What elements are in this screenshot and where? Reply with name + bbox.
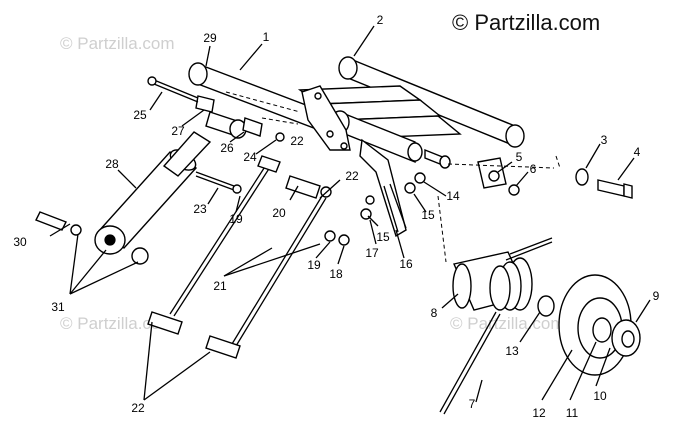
callout-17: 17 — [365, 246, 379, 260]
upper-frame-rails — [188, 56, 525, 169]
mounting-bracket — [301, 85, 407, 238]
callout-18: 18 — [329, 267, 343, 281]
callout-4: 4 — [633, 145, 641, 159]
callout-31: 31 — [51, 300, 65, 314]
callout-19-a: 19 — [229, 212, 243, 226]
callout-22-a: 22 — [290, 134, 304, 148]
callout-5: 5 — [515, 150, 523, 164]
callout-1: 1 — [262, 30, 270, 44]
callout-16: 16 — [399, 257, 413, 271]
callout-2: 2 — [376, 13, 384, 27]
callout-22-c: 22 — [131, 401, 145, 415]
callout-30: 30 — [13, 235, 27, 249]
hardware-left — [35, 76, 285, 265]
hardware-center — [324, 172, 426, 246]
idler-wheel-assembly — [439, 237, 641, 415]
callout-29: 29 — [203, 31, 217, 45]
callout-leaders — [49, 25, 651, 403]
callout-23: 23 — [193, 202, 207, 216]
callout-19-b: 19 — [307, 258, 321, 272]
callout-27: 27 — [171, 124, 185, 138]
callout-8: 8 — [430, 306, 438, 320]
brand-label: © Partzilla.com — [452, 10, 601, 35]
shock-absorber — [94, 95, 247, 255]
callout-14: 14 — [446, 189, 460, 203]
callout-15-b: 15 — [376, 230, 390, 244]
callout-11: 11 — [565, 406, 579, 420]
watermark: © Partzilla.com — [60, 314, 175, 333]
control-arms — [147, 155, 332, 359]
callout-26: 26 — [220, 141, 234, 155]
callout-6: 6 — [529, 162, 537, 176]
watermark: © Partzilla.com — [60, 34, 175, 53]
callout-3: 3 — [600, 133, 608, 147]
callout-28: 28 — [105, 157, 119, 171]
callout-21: 21 — [213, 279, 227, 293]
callout-15-a: 15 — [421, 208, 435, 222]
hardware-right — [477, 155, 633, 199]
leader-dashes — [225, 91, 555, 263]
callout-7: 7 — [468, 397, 476, 411]
callout-20: 20 — [272, 206, 286, 220]
callout-22-b: 22 — [345, 169, 359, 183]
callout-10: 10 — [593, 389, 607, 403]
callout-9: 9 — [652, 289, 660, 303]
callout-25: 25 — [133, 108, 147, 122]
callout-13: 13 — [505, 344, 519, 358]
callout-12: 12 — [532, 406, 546, 420]
callout-24: 24 — [243, 150, 257, 164]
